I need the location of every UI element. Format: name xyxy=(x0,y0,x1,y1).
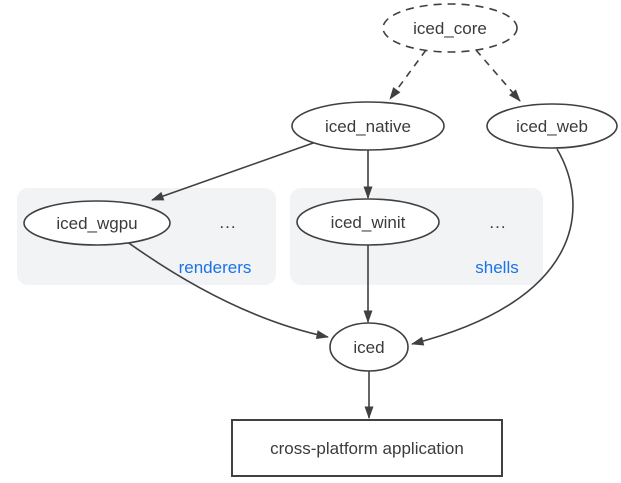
iced-winit-ellipse xyxy=(296,198,440,246)
node-iced-native: iced_native xyxy=(291,101,445,151)
edge-iced-core-to-iced-web xyxy=(475,49,521,102)
node-iced-wgpu: iced_wgpu xyxy=(23,200,171,246)
iced-wgpu-ellipse xyxy=(23,200,171,246)
iced-wgpu-label: iced_wgpu xyxy=(56,214,137,233)
application-rect xyxy=(231,419,503,477)
iced-native-ellipse xyxy=(291,101,445,151)
node-cross-platform-application: cross-platform application xyxy=(231,419,503,477)
iced-label: iced xyxy=(353,338,384,357)
iced-web-label: iced_web xyxy=(516,117,588,136)
edge-iced-core-to-iced-native xyxy=(389,49,427,100)
shells-cluster-label: shells xyxy=(475,258,518,277)
node-iced-winit: iced_winit xyxy=(296,198,440,246)
node-iced-web: iced_web xyxy=(486,103,618,149)
iced-core-ellipse xyxy=(382,3,518,53)
iced-core-label: iced_core xyxy=(413,19,487,38)
edge-iced-web-to-iced xyxy=(411,148,574,346)
iced-ellipse xyxy=(329,322,409,372)
shells-ellipsis: ... xyxy=(489,213,506,232)
iced-winit-label: iced_winit xyxy=(331,213,406,232)
renderers-ellipsis: ... xyxy=(219,213,236,232)
iced-web-ellipse xyxy=(486,103,618,149)
edge-iced-wgpu-to-iced xyxy=(125,240,329,340)
application-label: cross-platform application xyxy=(270,439,464,458)
node-iced: iced xyxy=(329,322,409,372)
edge-iced-native-to-iced-wgpu xyxy=(151,141,317,201)
node-iced-core: iced_core xyxy=(382,3,518,53)
renderers-cluster-label: renderers xyxy=(179,258,252,277)
iced-native-label: iced_native xyxy=(325,117,411,136)
